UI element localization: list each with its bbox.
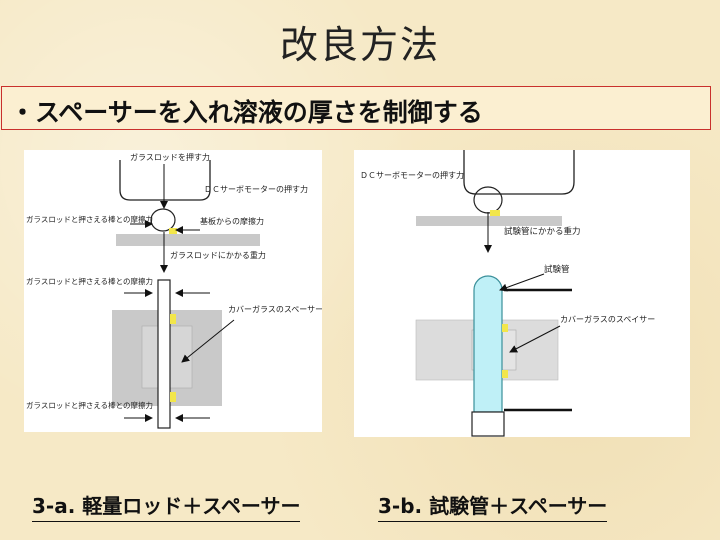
holder-arm-b	[463, 150, 575, 195]
contact-circle-b	[473, 186, 503, 214]
spacer-b-2	[502, 370, 508, 378]
contact-circle	[150, 208, 176, 232]
label-friction-3: ガラスロッドと押さえる棒との摩擦力	[26, 400, 153, 410]
substrate-plate-b	[416, 216, 562, 226]
diagram-a: ガラスロッドを押す力 ＤＣサーボモーターの押す力 ガラスロッドと押さえる棒との摩…	[24, 150, 323, 432]
label-tube-gravity: 試験管にかかる重力	[504, 226, 581, 237]
label-test-tube: 試験管	[544, 264, 570, 275]
spacer-a-1	[170, 314, 176, 324]
spacer-b-1	[502, 324, 508, 332]
label-dc-motor: ＤＣサーボモーターの押す力	[204, 184, 308, 194]
spacer-top-b	[490, 210, 500, 216]
label-friction-2: ガラスロッドと押さえる棒との摩擦力	[26, 276, 153, 286]
diagram-b: ＤＣサーボモーターの押す力 試験管にかかる重力 試験管 カバーガラスのスペイサー	[354, 150, 690, 437]
spacer-a-2	[170, 392, 176, 402]
label-rod-gravity: ガラスロッドにかかる重力	[170, 250, 266, 260]
spacer-top-1	[169, 228, 177, 234]
page-title: 改良方法	[279, 23, 440, 67]
label-cover-spacer: カバーガラスのスペーサー	[228, 304, 322, 314]
label-cover-spacer-b: カバーガラスのスペイサー	[560, 314, 655, 324]
label-dc-motor-b: ＤＣサーボモーターの押す力	[360, 170, 464, 180]
banner-text: ・スペーサーを入れ溶液の厚さを制御する	[10, 93, 483, 129]
substrate-plate	[116, 234, 260, 246]
label-friction-1: ガラスロッドと押さえる棒との摩擦力	[26, 214, 153, 224]
banner-statement: スペーサーを入れ溶液の厚さを制御する	[35, 98, 483, 127]
holder-arm	[119, 160, 211, 201]
banner-bullet: ・	[10, 98, 36, 127]
label-substrate-friction: 基板からの摩擦力	[200, 216, 264, 226]
method-banner: ・スペーサーを入れ溶液の厚さを制御する	[1, 86, 711, 130]
caption-b: 3-b. 試験管＋スペーサー	[378, 490, 608, 522]
glass-rod	[157, 279, 171, 429]
label-push-rod: ガラスロッドを押す力	[130, 152, 210, 162]
caption-a: 3-a. 軽量ロッド＋スペーサー	[32, 490, 301, 522]
test-tube	[473, 275, 503, 413]
tube-base	[471, 411, 505, 437]
